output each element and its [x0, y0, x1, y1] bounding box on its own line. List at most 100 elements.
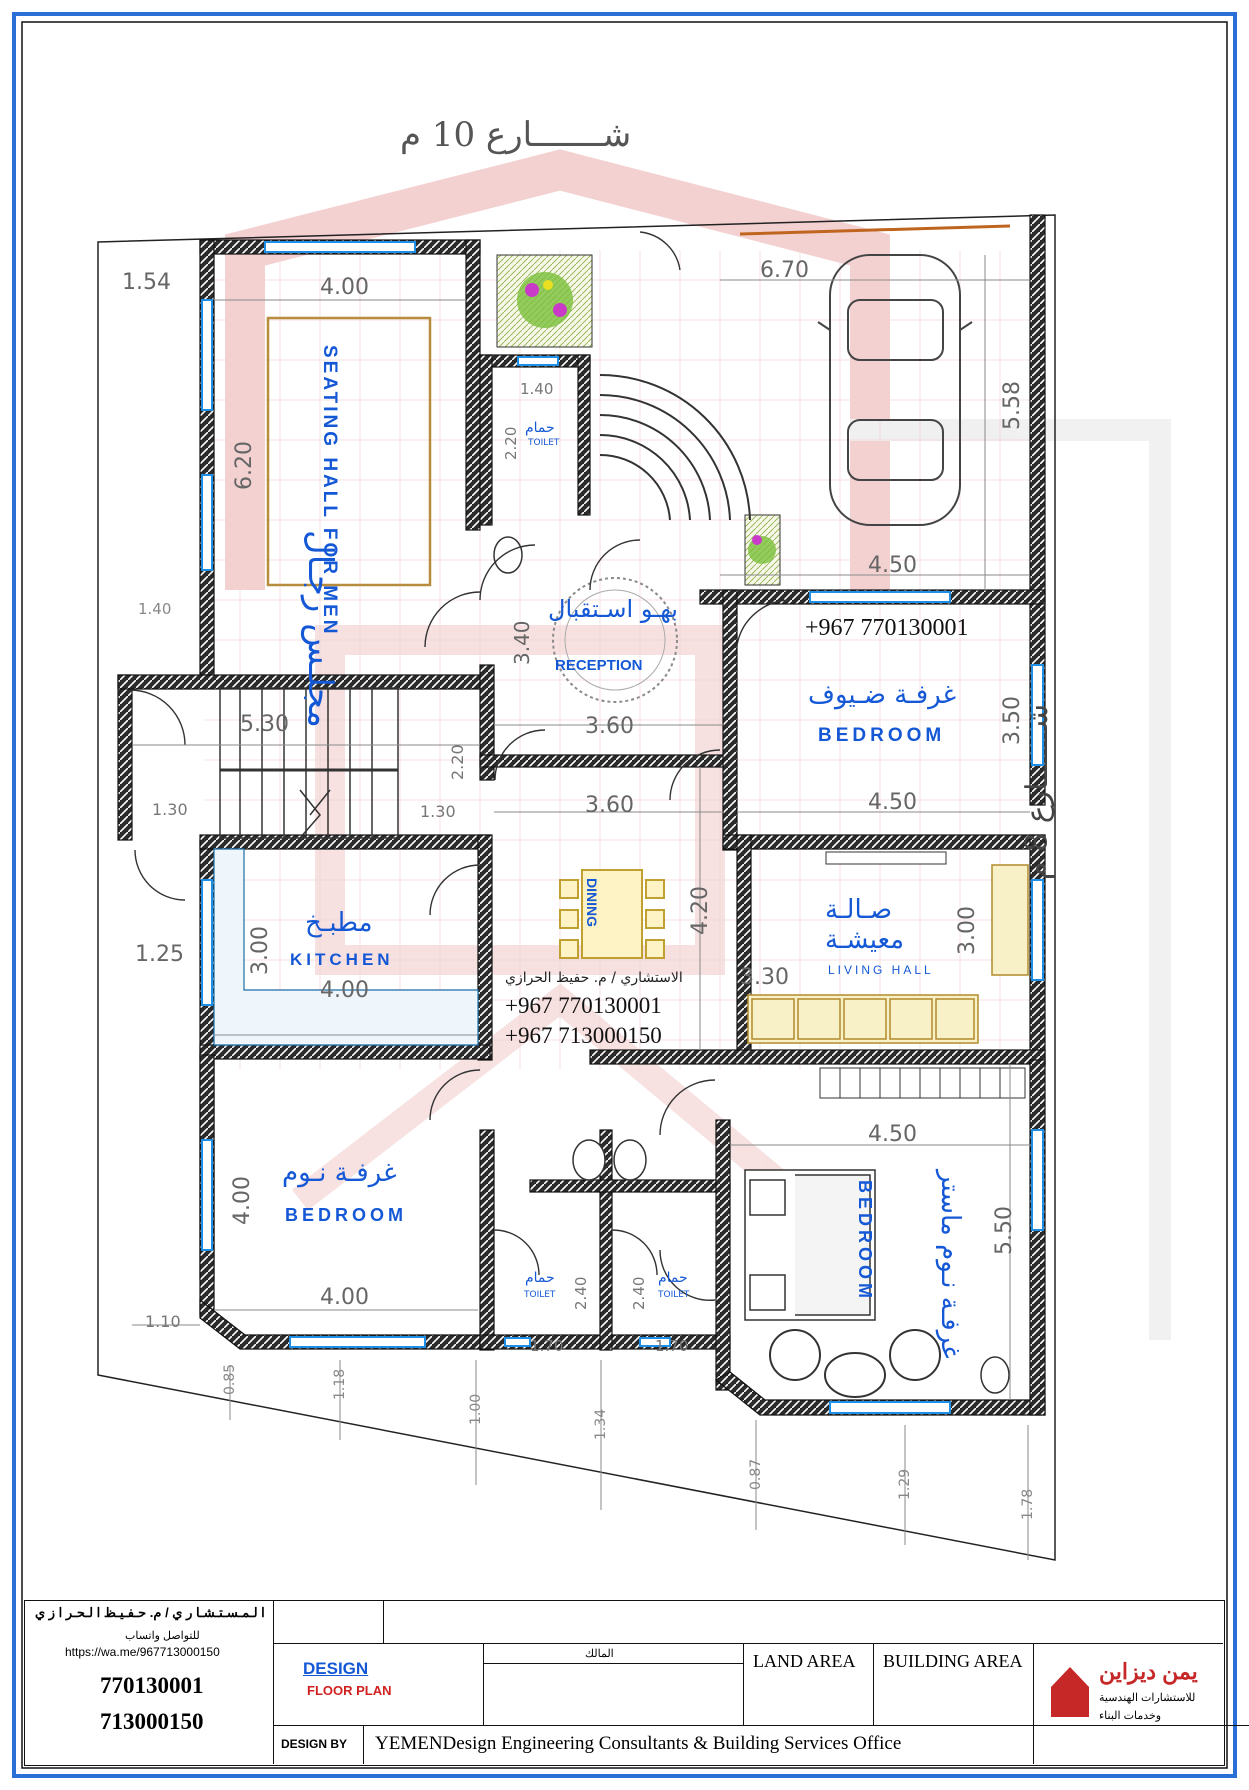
- tb-company-logo: يمن ديزاين للاستشارات الهندسية وخدمات ال…: [1051, 1657, 1211, 1747]
- tb-building-area: BUILDING AREA: [883, 1651, 1023, 1671]
- wardrobe: [819, 1067, 1026, 1099]
- dim-6-20: 6.20: [232, 441, 257, 490]
- living-label-en: LIVING HALL: [828, 963, 934, 977]
- windows: [201, 241, 1044, 1414]
- men-hall-seating: [266, 316, 432, 587]
- dim-3-40: 3.40: [510, 620, 534, 665]
- toilet-right-label-en: TOILET: [658, 1290, 690, 1300]
- guest-bedroom-label-en: BEDROOM: [818, 725, 946, 746]
- dim-3-00-kit: 3.00: [248, 926, 273, 975]
- planter-flowers-icon: [517, 272, 573, 328]
- tb-design-label: DESIGN: [303, 1659, 369, 1678]
- living-sofa: [747, 864, 1029, 1044]
- dim-2-20-toilet: 2.20: [502, 426, 520, 460]
- tb-whatsapp-link[interactable]: https://wa.me/967713000150: [65, 1645, 220, 1659]
- reception-label-en: RECEPTION: [555, 657, 643, 674]
- entrance-steps: [599, 374, 751, 521]
- title-block: ا لـمـسـتـشـا ر ي / م. حـفـيـظ ا لـحـر ا…: [24, 1600, 1249, 1766]
- dining-label: DINING: [584, 878, 600, 927]
- tb-logo-name: يمن ديزاين: [1099, 1659, 1198, 1684]
- tb-logo-line2: وخدمات البناء: [1099, 1710, 1162, 1722]
- tb-phone-1: 770130001: [100, 1673, 204, 1698]
- toilet-left-label-ar: حمام: [525, 1270, 555, 1286]
- dim-1-70-a: 1.70: [530, 1337, 564, 1355]
- kitchen-counter: [213, 848, 479, 1046]
- plan-phone-2: +967 713000150: [505, 1023, 662, 1048]
- master-armchairs: [769, 1329, 941, 1398]
- dim-1-34: 1.34: [593, 1408, 609, 1440]
- reception-rug: [552, 577, 678, 703]
- dim-0-85: 0.85: [222, 1363, 238, 1395]
- dim-2-40-b: 2.40: [630, 1276, 648, 1310]
- living-label-ar-1: صـالـة: [825, 895, 893, 925]
- tb-logo-line1: للاستشارات الهندسية: [1099, 1692, 1196, 1704]
- house-logo-icon: [1051, 1667, 1089, 1717]
- kitchen-label-en: KITCHEN: [290, 950, 394, 969]
- dim-3-60-a: 3.60: [585, 714, 634, 739]
- bedroom-left-label-en: BEDROOM: [285, 1205, 407, 1225]
- dim-4-50-garage: 4.50: [868, 553, 917, 578]
- master-bed: [744, 1169, 876, 1321]
- reception-label-ar: بهـو اسـتقبال: [548, 595, 678, 623]
- dim-4-50-bed: 4.50: [868, 790, 917, 815]
- dim-4-20: 4.20: [688, 886, 713, 935]
- tb-whatsapp-ar: للتواصل واتساب: [125, 1630, 200, 1642]
- dim-3-50: 3.50: [1000, 696, 1025, 745]
- dim-4-00-kit: 4.00: [320, 978, 369, 1003]
- dim-5-50: 5.50: [992, 1206, 1017, 1255]
- tb-land-area: LAND AREA: [753, 1651, 856, 1671]
- sheet-frame-inner: [21, 21, 1228, 1769]
- living-label-ar-2: معيشـة: [825, 925, 905, 955]
- garage-gate: [739, 224, 1011, 236]
- tv-unit: [825, 851, 947, 865]
- dim-1-70-b: 1.70: [655, 1337, 689, 1355]
- dim-3-30: 3.30: [740, 965, 789, 990]
- dim-2-20-stair: 2.20: [448, 744, 467, 780]
- dim-1-54: 1.54: [122, 270, 171, 295]
- toilet-right-label-ar: حمام: [658, 1270, 688, 1286]
- dim-1-30-b: 1.30: [420, 802, 456, 821]
- dim-5-58: 5.58: [1000, 381, 1025, 430]
- master-bedroom-label-en: BEDROOM: [855, 1180, 875, 1302]
- door-swings: [129, 231, 791, 1301]
- men-hall-label-en: SEATING HALL FOR MEN: [319, 345, 340, 637]
- tb-floor-plan: FLOOR PLAN: [307, 1683, 392, 1698]
- tb-design-by: DESIGN BY: [281, 1737, 348, 1751]
- tb-contact-cell: ا لـمـسـتـشـا ر ي / م. حـفـيـظ ا لـحـر ا…: [25, 1601, 274, 1764]
- dim-1-40-left: 1.40: [138, 600, 172, 618]
- dim-0-87: 0.87: [748, 1458, 764, 1490]
- toilet-top-label-en: TOILET: [528, 438, 560, 448]
- dim-1-40-top: 1.40: [520, 380, 554, 398]
- dimension-lines: [132, 255, 1030, 1560]
- street-top-label: شـــــــارع 10 م: [400, 115, 632, 155]
- plot-boundary: [97, 214, 1056, 1561]
- wash-basins: [493, 536, 1010, 1394]
- dim-2-40-a: 2.40: [572, 1276, 590, 1310]
- dim-1-18: 1.18: [332, 1368, 348, 1400]
- dim-4-00-bed-v: 4.00: [230, 1176, 255, 1225]
- toilet-left-label-en: TOILET: [524, 1290, 556, 1300]
- dining-table: [559, 869, 665, 959]
- kitchen-label-ar: مطبـخ: [305, 908, 373, 938]
- dim-1-30-a: 1.30: [152, 800, 188, 819]
- bedroom-left-label-ar: غرفـة نـوم: [282, 1158, 397, 1188]
- garage-car-icon: [817, 254, 973, 526]
- staircase: [219, 687, 399, 839]
- dim-3-60-b: 3.60: [585, 793, 634, 818]
- dim-4-50-master: 4.50: [868, 1122, 917, 1147]
- dim-1-00: 1.00: [468, 1393, 484, 1425]
- dim-1-78: 1.78: [1020, 1488, 1036, 1520]
- tb-designer-ar: ا لـمـسـتـشـا ر ي / م. حـفـيـظ ا لـحـر ا…: [35, 1605, 265, 1620]
- master-bedroom-label-ar: غرفـة نـوم ماستر: [935, 1170, 965, 1359]
- tb-owner-label: المالك: [585, 1648, 614, 1660]
- plan-consultant: الاستشاري / م. حفيظ الحرازي: [505, 970, 683, 986]
- dim-4-00-hall: 4.00: [320, 275, 369, 300]
- plan-phone-1: +967 770130001: [505, 993, 662, 1018]
- dim-4-00-bed-h: 4.00: [320, 1285, 369, 1310]
- tb-phone-2: 713000150: [100, 1709, 204, 1734]
- dim-5-30: 5.30: [240, 712, 289, 737]
- sheet-frame-outer: [12, 12, 1237, 1778]
- tb-office-name: YEMENDesign Engineering Consultants & Bu…: [375, 1733, 902, 1754]
- street-right-label: شــــــارع 8 م: [1020, 703, 1055, 880]
